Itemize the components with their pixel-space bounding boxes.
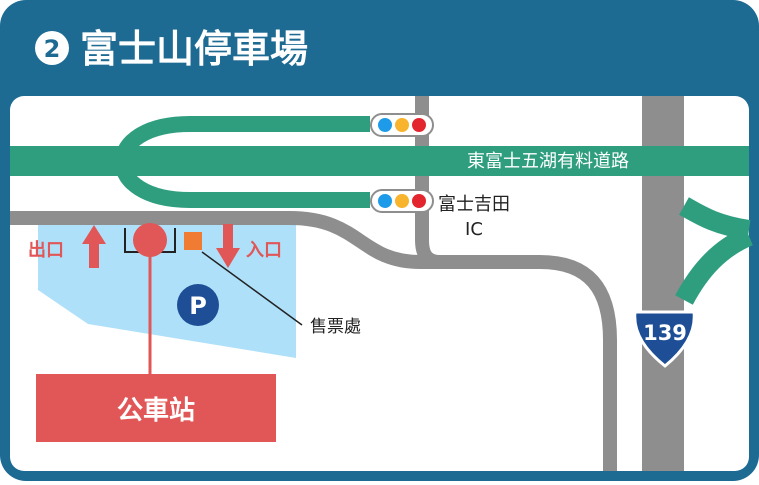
traffic-light-icon xyxy=(370,189,434,213)
ic-road-vertical xyxy=(415,96,441,269)
page-title: 富士山停車場 xyxy=(80,27,308,71)
bus-stop-box xyxy=(36,374,276,442)
step-number-badge xyxy=(35,31,69,65)
header: 2 富士山停車場 xyxy=(35,27,308,71)
step-number: 2 xyxy=(44,35,61,63)
parking-icon: P xyxy=(177,284,219,326)
exit-label: 出口 xyxy=(28,239,64,261)
parking-symbol: P xyxy=(189,292,207,320)
up-arrow-icon xyxy=(82,225,106,268)
expressway-label: 東富士五湖有料道路 xyxy=(467,151,629,172)
bus-stop-marker xyxy=(133,223,167,257)
local-road-horizontal xyxy=(10,211,617,471)
entrance-label: 入口 xyxy=(246,240,282,261)
ic-label-line1: 富士吉田 xyxy=(438,194,510,215)
route-shield-icon: 139 xyxy=(633,310,696,368)
expressway-road xyxy=(10,146,749,176)
interchange-ramp-upper xyxy=(675,226,754,305)
traffic-light-icon xyxy=(370,113,434,137)
ticket-office-label: 售票處 xyxy=(310,317,361,337)
ticket-office-leader xyxy=(201,251,303,326)
ticket-office-marker xyxy=(184,232,202,250)
down-arrow-icon xyxy=(216,224,240,268)
bus-stop-label: 公車站 xyxy=(117,396,195,426)
route-number: 139 xyxy=(643,321,687,345)
ic-label-line2: IC xyxy=(465,219,483,240)
interchange-ramp-lower xyxy=(679,197,751,240)
